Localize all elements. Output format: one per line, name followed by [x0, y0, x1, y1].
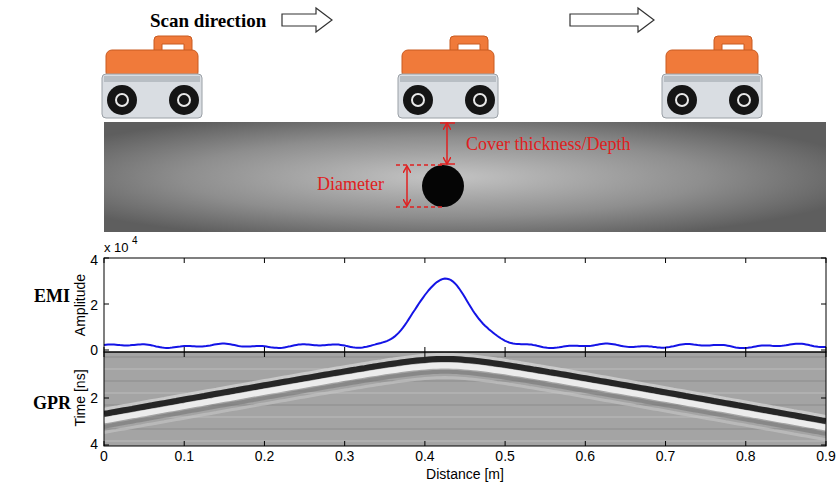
axis-tick — [585, 347, 586, 352]
tick-label: 0.5 — [495, 449, 514, 463]
gpr-reflection — [104, 378, 826, 440]
axis-tick — [585, 441, 586, 446]
tick-label: 0.4 — [415, 449, 434, 463]
axis-tick — [104, 398, 109, 399]
axis-tick — [184, 347, 185, 352]
axis-tick — [745, 258, 746, 263]
diameter-guide — [396, 206, 442, 207]
axis-tick — [264, 352, 265, 357]
axis-title: Time [ns] — [73, 369, 87, 426]
diameter-arrow — [406, 167, 408, 205]
cover-arrow — [446, 124, 448, 163]
axis-exponent-power: 4 — [132, 236, 138, 246]
diameter-label: Diameter — [317, 175, 384, 193]
emi-axes — [104, 258, 826, 352]
gpr-banding — [104, 440, 826, 442]
axis-tick — [505, 441, 506, 446]
tick-label: 0.9 — [816, 449, 835, 463]
scan-direction-label: Scan direction — [150, 11, 266, 30]
axis-tick — [585, 352, 586, 357]
axis-tick — [344, 347, 345, 352]
axis-tick — [585, 258, 586, 263]
panel-label: GPR — [33, 394, 71, 412]
scan-arrow — [282, 8, 332, 32]
tick-label: 0.2 — [255, 449, 274, 463]
gpr-radargram — [104, 352, 826, 446]
axis-exponent: x 10 — [104, 241, 129, 254]
axis-tick — [665, 352, 666, 357]
axis-tick — [424, 352, 425, 357]
axis-tick — [184, 441, 185, 446]
axis-tick — [821, 258, 826, 259]
axis-tick — [665, 258, 666, 263]
tick-label: 0 — [100, 449, 108, 463]
axis-tick — [745, 352, 746, 357]
axis-title: Distance [m] — [426, 467, 504, 481]
axis-tick — [505, 352, 506, 357]
axis-tick — [821, 445, 826, 446]
tick-label: 0.1 — [174, 449, 193, 463]
axis-tick — [821, 398, 826, 399]
gpr-axes — [104, 352, 826, 446]
axis-tick — [104, 304, 109, 305]
tick-label: 2 — [90, 298, 98, 312]
axis-tick — [821, 350, 826, 351]
tick-label: 0.7 — [656, 449, 675, 463]
tick-label: 4 — [90, 253, 98, 267]
scanner-device — [102, 36, 202, 118]
panel-label: EMI — [34, 287, 70, 305]
diameter-guide — [396, 164, 442, 165]
tick-label: 4 — [90, 437, 98, 451]
axis-tick — [745, 347, 746, 352]
axis-tick — [264, 258, 265, 263]
tick-label: 2 — [90, 391, 98, 405]
axis-tick — [505, 347, 506, 352]
axis-tick — [745, 441, 746, 446]
axis-tick — [344, 441, 345, 446]
axis-tick — [344, 258, 345, 263]
scanner-device — [662, 36, 762, 118]
axis-tick — [264, 441, 265, 446]
axis-tick — [184, 258, 185, 263]
axis-tick — [665, 441, 666, 446]
axis-tick — [821, 304, 826, 305]
gpr-reflection — [104, 372, 826, 434]
gpr-banding — [104, 428, 826, 430]
axis-tick — [424, 441, 425, 446]
axis-tick — [344, 352, 345, 357]
tick-label: 0 — [90, 343, 98, 357]
tick-label: 0.8 — [736, 449, 755, 463]
gpr-reflection — [104, 366, 826, 428]
axis-tick — [424, 347, 425, 352]
gpr-banding — [104, 380, 826, 382]
axis-tick — [104, 352, 105, 357]
rebar — [422, 165, 464, 207]
cover-tick — [440, 122, 455, 124]
axis-tick — [104, 350, 109, 351]
cover-tick — [440, 163, 455, 165]
concrete-slab — [104, 122, 826, 232]
axis-tick — [184, 352, 185, 357]
axis-tick — [825, 258, 826, 263]
axis-tick — [264, 347, 265, 352]
axis-tick — [505, 258, 506, 263]
axis-tick — [104, 445, 109, 446]
axis-tick — [104, 258, 105, 263]
axis-title: Amplitude — [73, 274, 87, 336]
tick-label: 0.3 — [335, 449, 354, 463]
axis-tick — [104, 258, 109, 259]
tick-label: 0.6 — [576, 449, 595, 463]
axis-tick — [424, 258, 425, 263]
scanner-device — [398, 36, 498, 118]
axis-tick — [825, 352, 826, 357]
emi-curve — [104, 279, 826, 349]
cover-label: Cover thickness/Depth — [466, 135, 630, 153]
scan-arrow — [570, 8, 654, 32]
axis-tick — [665, 347, 666, 352]
